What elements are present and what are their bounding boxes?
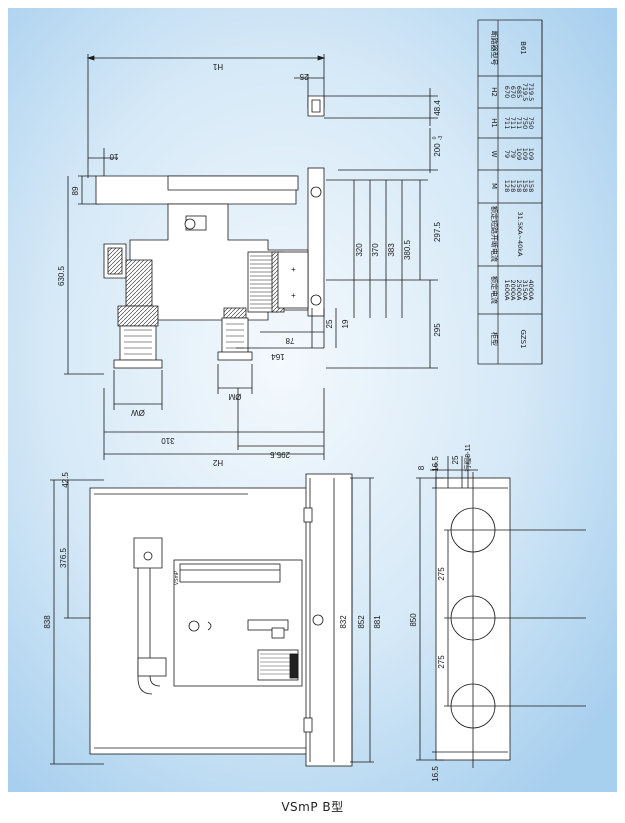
table-rated-current-1: 1600A (503, 280, 511, 302)
svg-text:+: + (291, 291, 296, 300)
dim-8: 8 (417, 465, 426, 470)
table-w-2: 79 (509, 150, 517, 158)
dim-16-5-bottom: 16.5 (431, 766, 440, 782)
technical-drawing: 断路器型号 H2 H1 W M 额定短路开断电流 额定电流 柜型 B61 670… (8, 8, 617, 792)
dim-380-5: 380.5 (403, 239, 412, 260)
bottom-view-labels: 42.5 376.5 838 832 852 881 VSmP (43, 472, 382, 629)
dim-295-5: 295.5 (269, 450, 290, 459)
dim-297-5: 297.5 (433, 221, 442, 242)
bottom-view (50, 473, 374, 767)
dim-42-5: 42.5 (61, 472, 70, 488)
dim-10: 10 (109, 152, 118, 161)
table-header-cabinet: 柜型 (490, 332, 499, 346)
dim-89: 89 (71, 186, 80, 195)
table-m-2: 128 (509, 180, 517, 192)
table-model-value: B61 (519, 41, 527, 55)
table-header-h1: H1 (490, 118, 498, 128)
spec-table (477, 19, 543, 365)
dim-200-tol-lower: -3 (438, 136, 444, 141)
dim-48-4: 48.4 (433, 100, 442, 116)
table-w-5: 109 (527, 148, 535, 160)
table-m-5: 158 (527, 180, 535, 192)
table-h1-3: 711 (515, 117, 523, 129)
dim-25-top: 25 (299, 72, 308, 81)
table-h2-2: 670 (509, 86, 517, 98)
table-w-3: 109 (515, 148, 523, 160)
dim-h2: H2 (212, 458, 223, 467)
dim-200: 200 (433, 143, 442, 157)
table-rated-current-4: 3150A (521, 280, 529, 302)
dim-164: 164 (271, 352, 285, 361)
table-header-rated-current: 额定电流 (490, 276, 499, 304)
dim-852: 852 (357, 615, 366, 629)
table-w-4: 109 (521, 148, 529, 160)
table-rated-current-3: 2500A (515, 280, 523, 302)
table-h1-4: 750 (521, 117, 529, 129)
table-m-1: 128 (503, 180, 511, 192)
table-h2-3: 685 (515, 86, 523, 98)
table-h1-1: 711 (503, 117, 511, 129)
dim-78: 78 (285, 336, 294, 345)
dim-16-5-top: 16.5 (431, 456, 440, 472)
table-h1-2: 711 (509, 117, 517, 129)
dim-383: 383 (387, 243, 396, 257)
table-h2-5: 719.5 (527, 83, 535, 102)
dim-832: 832 (339, 615, 348, 629)
table-header-model: 断路器型号 (490, 31, 499, 66)
dim-h1: H1 (212, 62, 223, 71)
dim-376-5: 376.5 (59, 547, 68, 568)
side-view-labels: 8 16.5 25 行程8-11 850 275 275 16.5 (409, 444, 472, 782)
table-w-1: 79 (503, 150, 511, 158)
dim-370: 370 (371, 243, 380, 257)
dim-phi-w: ØW (131, 408, 145, 417)
dim-630-5: 630.5 (57, 265, 66, 286)
table-header-w: W (490, 151, 498, 158)
dim-310: 310 (161, 436, 175, 445)
table-header-breaking-current: 额定短路开断电流 (490, 206, 499, 262)
table-header-m: M (490, 183, 498, 189)
dim-275-a: 275 (437, 567, 446, 581)
dim-19: 19 (341, 319, 350, 328)
table-m-4: 158 (521, 180, 529, 192)
table-h2-4: 719.5 (521, 83, 529, 102)
table-header-h2: H2 (490, 87, 498, 97)
dim-295: 295 (433, 323, 442, 337)
dim-phi-m: ØM (228, 392, 241, 401)
top-view: + + (64, 54, 438, 460)
dim-850: 850 (409, 613, 418, 627)
dim-320: 320 (355, 243, 364, 257)
dim-25-bottom: 25 (325, 319, 334, 328)
dim-stroke: 行程8-11 (463, 444, 472, 472)
table-rated-current-2: 2000A (509, 280, 517, 302)
table-m-3: 158 (515, 180, 523, 192)
dim-838: 838 (43, 615, 52, 629)
table-cabinet-value: GZS1 (519, 329, 527, 348)
table-breaking-current-value: 31.5KA~40kA (516, 212, 524, 258)
dim-881: 881 (373, 615, 382, 629)
dim-25: 25 (451, 455, 460, 464)
panel-label: VSmP (174, 570, 180, 585)
figure-caption: VSmP B型 (281, 800, 344, 814)
table-h1-5: 750 (527, 117, 535, 129)
svg-text:+: + (291, 265, 296, 274)
table-rated-current-5: 4000A (527, 280, 535, 302)
top-view-labels: H1 25 48.4 10 200 0 -3 89 630.5 320 370 … (57, 62, 444, 467)
side-view (416, 456, 586, 768)
table-h2-1: 670 (503, 86, 511, 98)
drawing-sheet: 断路器型号 H2 H1 W M 额定短路开断电流 额定电流 柜型 B61 670… (8, 8, 617, 792)
dim-200-tol-upper: 0 (432, 136, 438, 139)
dim-275-b: 275 (437, 655, 446, 669)
